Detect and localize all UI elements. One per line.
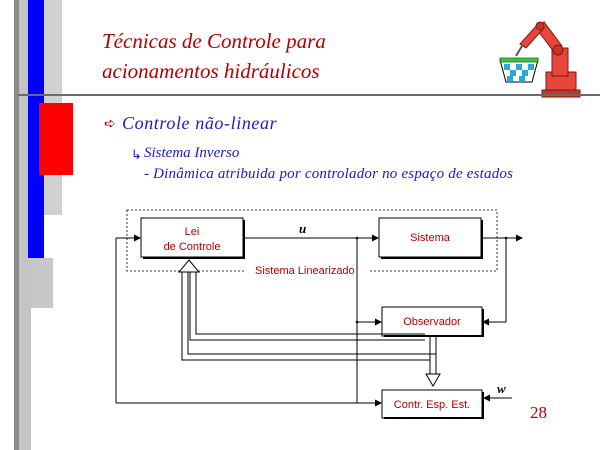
decor-bar-blue <box>28 0 44 258</box>
title-divider <box>18 94 600 96</box>
state-feedback-bus-2 <box>189 272 425 341</box>
robot-joint-shoulder <box>552 44 564 56</box>
feedback-bus-arrowhead <box>177 259 201 273</box>
signal-w-label: w <box>497 381 506 396</box>
observer-block <box>381 306 483 337</box>
control-law-label-1: Lei <box>185 226 200 238</box>
state-space-controller-block <box>381 389 483 419</box>
signal-u-label: u <box>299 221 306 236</box>
bullet-level-3: - Dinâmica atribuida por controlador no … <box>144 166 514 182</box>
title-line-2: acionamentos hidráulicos <box>102 59 320 83</box>
robot-tool <box>515 45 523 57</box>
control-law-label-2: de Controle <box>164 241 221 253</box>
robot-arm-logo <box>499 21 581 98</box>
linearized-label-bg <box>246 263 368 277</box>
decor-bar-gray-short <box>31 258 53 308</box>
hollow-arrow-bullet-icon: ➪ <box>104 117 116 132</box>
observer-label: Observador <box>403 316 461 328</box>
decor-bar-gray-dark <box>14 0 19 450</box>
state-bus-arrowhead <box>425 373 441 387</box>
page-number: 28 <box>530 403 547 422</box>
system-label: Sistema <box>410 232 451 244</box>
robot-foot <box>541 89 581 98</box>
hooked-arrow-bullet-icon: ↳ <box>131 147 142 162</box>
bullet-level-2: Sistema Inverso <box>144 145 240 161</box>
robot-joint-elbow <box>535 21 545 31</box>
observer-state-bus <box>429 337 437 360</box>
linearized-system-label: Sistema Linearizado <box>255 265 355 277</box>
control-law-block <box>140 217 244 258</box>
decor-bar-red <box>39 103 73 175</box>
slide-title: Técnicas de Controle para acionamentos h… <box>102 26 422 86</box>
state-feedback-bus-1 <box>181 272 436 361</box>
title-line-1: Técnicas de Controle para <box>102 29 326 53</box>
tray-rim <box>499 57 539 63</box>
state-space-controller-label: Contr. Esp. Est. <box>394 399 470 411</box>
system-block <box>378 217 482 258</box>
tray-checker <box>504 64 534 81</box>
bullet-level-1: Controle não-linear <box>122 113 278 133</box>
